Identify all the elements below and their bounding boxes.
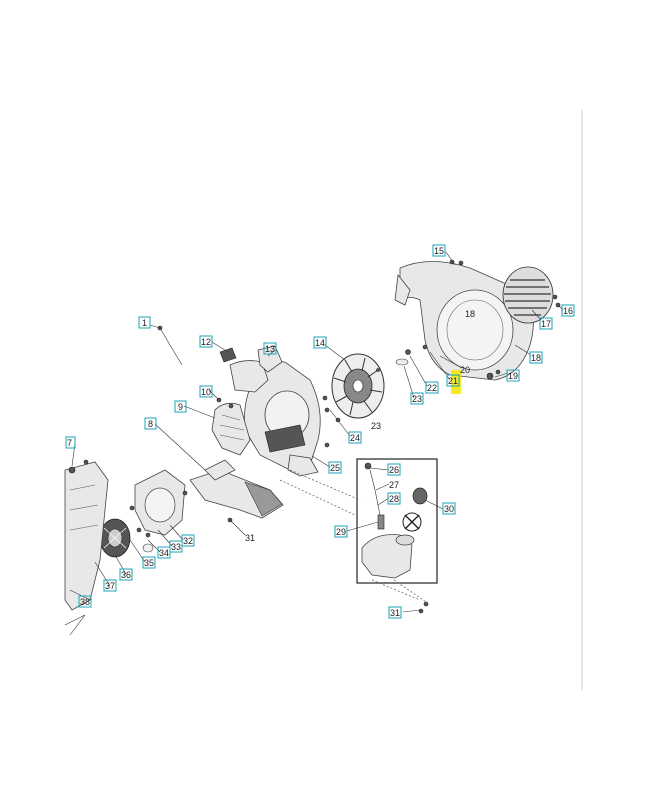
tank-bolts bbox=[418, 601, 429, 614]
callout-28: 28 bbox=[389, 494, 399, 504]
callout-32: 32 bbox=[183, 536, 193, 546]
fuel-tank bbox=[361, 534, 415, 579]
callout-16: 16 bbox=[563, 306, 573, 316]
callout-36: 36 bbox=[121, 570, 131, 580]
spark-plug-wire bbox=[157, 325, 183, 366]
rear-housing-left bbox=[64, 459, 109, 611]
starter-small-parts bbox=[129, 490, 188, 553]
callout-31: 31 bbox=[245, 533, 255, 543]
callout-27: 27 bbox=[389, 480, 399, 490]
assembly-dashed-lines bbox=[279, 469, 427, 603]
callout-30: 30 bbox=[444, 504, 454, 514]
callout-19: 19 bbox=[508, 371, 518, 381]
callout-20: 20 bbox=[460, 365, 470, 375]
washers-nut bbox=[395, 344, 428, 366]
fuel-line-filter bbox=[364, 462, 385, 530]
callout-14: 14 bbox=[315, 338, 325, 348]
callout-26: 26 bbox=[389, 465, 399, 475]
callout-labels: 1 12 13 14 15 16 17 18 18 19 20 21 22 23… bbox=[65, 244, 575, 619]
fuel-tank-inset-frame bbox=[356, 458, 438, 584]
highlight-marker-21 bbox=[451, 370, 461, 394]
callout-8: 8 bbox=[148, 419, 153, 429]
callout-18-housing: 18 bbox=[465, 309, 475, 319]
callout-31-tank: 31 bbox=[390, 608, 400, 618]
callout-29: 29 bbox=[336, 527, 346, 537]
blower-housing-cover bbox=[394, 261, 534, 381]
callout-12: 12 bbox=[201, 337, 211, 347]
callout-25: 25 bbox=[330, 463, 340, 473]
callout-23-washer: 23 bbox=[412, 394, 422, 404]
callout-9: 9 bbox=[178, 402, 183, 412]
screws-top-right bbox=[449, 259, 561, 380]
callout-17: 17 bbox=[541, 319, 551, 329]
callout-7: 7 bbox=[67, 438, 72, 448]
fan-impeller bbox=[331, 353, 385, 419]
callout-21: 21 bbox=[448, 376, 458, 386]
callout-34: 34 bbox=[159, 548, 169, 558]
intake-grill bbox=[502, 266, 554, 324]
callout-22: 22 bbox=[427, 383, 437, 393]
handle-edge bbox=[64, 614, 86, 636]
callout-15: 15 bbox=[434, 246, 444, 256]
recoil-starter-housing bbox=[134, 469, 186, 536]
engine-housing bbox=[244, 361, 321, 477]
cylinder-shroud bbox=[211, 402, 251, 456]
callout-1: 1 bbox=[142, 318, 147, 328]
callout-10: 10 bbox=[201, 387, 211, 397]
callout-23: 23 bbox=[371, 421, 381, 431]
callout-13: 13 bbox=[265, 344, 275, 354]
callout-18: 18 bbox=[531, 353, 541, 363]
callout-24: 24 bbox=[350, 433, 360, 443]
callout-37: 37 bbox=[105, 581, 115, 591]
blower-tube bbox=[189, 459, 284, 519]
fuel-cap bbox=[402, 487, 428, 532]
callout-35: 35 bbox=[144, 558, 154, 568]
callout-38: 38 bbox=[80, 597, 90, 607]
flywheel bbox=[99, 518, 131, 558]
callout-33: 33 bbox=[171, 542, 181, 552]
